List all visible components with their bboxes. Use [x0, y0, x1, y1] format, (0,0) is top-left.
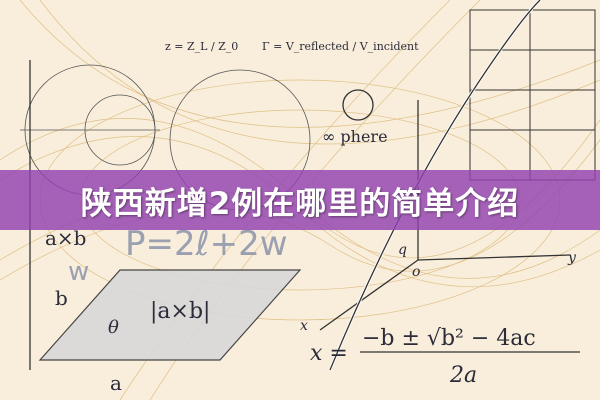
w-label: w: [68, 257, 89, 287]
y-axis-label: y: [567, 250, 577, 266]
axes: [29, 0, 571, 371]
gamma-formula: Γ = V_reflected / V_incident: [262, 40, 419, 53]
sphere-label: ∞ phere: [322, 127, 388, 146]
q-label: q: [398, 242, 407, 258]
parallelogram: [38, 269, 302, 361]
quadratic-denominator: 2a: [449, 363, 477, 388]
side-a-label: a: [110, 371, 122, 395]
theta-label: θ: [108, 317, 119, 338]
impedance-formula: z = Z_L / Z_0: [165, 40, 238, 53]
quadratic-lhs: x =: [310, 341, 348, 366]
cross-abs-label: |a×b|: [150, 299, 210, 324]
side-b-label: b: [55, 286, 68, 310]
title-banner: 陕西新增2例在哪里的简单介绍: [0, 170, 600, 230]
perimeter-formula: P=2ℓ+2w: [125, 224, 288, 264]
banner-title: 陕西新增2例在哪里的简单介绍: [80, 185, 520, 222]
origin-label: o: [412, 264, 420, 280]
quadratic-numerator: −b ± √b² − 4ac: [362, 326, 536, 351]
x-axis-label: x: [300, 318, 308, 334]
cross-product-label: a×b: [45, 226, 86, 250]
